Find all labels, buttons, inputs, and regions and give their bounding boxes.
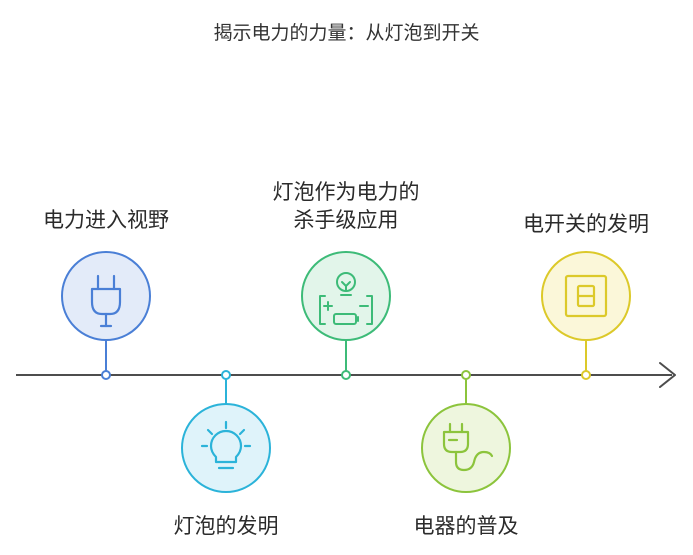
axis-dot — [461, 370, 471, 380]
label-line: 灯泡的发明 — [173, 514, 279, 538]
icon-circle — [181, 403, 271, 493]
milestone-2 — [181, 370, 271, 493]
light-switch-icon — [564, 274, 608, 318]
bulb-battery-icon — [319, 272, 373, 325]
milestone-5-label: 电开关的发明 — [486, 210, 686, 238]
power-plug-icon — [90, 274, 122, 328]
milestone-3-label: 灯泡作为电力的 杀手级应用 — [246, 178, 446, 234]
label-line: 灯泡作为电力的 — [272, 180, 420, 204]
diagram-title: 揭示电力的力量：从灯泡到开关 — [213, 22, 480, 44]
milestone-5 — [541, 251, 631, 380]
axis-dot — [221, 370, 231, 380]
milestone-2-label: 灯泡的发明 — [126, 512, 326, 540]
label-line: 电开关的发明 — [523, 212, 649, 236]
milestone-1 — [61, 251, 151, 380]
light-bulb-icon — [200, 420, 252, 470]
label-line: 电力进入视野 — [43, 208, 169, 232]
label-line: 杀手级应用 — [293, 208, 399, 232]
axis-dot — [101, 370, 111, 380]
timeline-arrowhead — [659, 362, 676, 388]
milestone-4-label: 电器的普及 — [366, 512, 566, 540]
milestone-3 — [301, 251, 391, 380]
icon-circle — [61, 251, 151, 341]
icon-circle — [421, 403, 511, 493]
milestone-1-label: 电力进入视野 — [6, 206, 206, 234]
label-line: 电器的普及 — [413, 514, 519, 538]
axis-dot — [581, 370, 591, 380]
axis-dot — [341, 370, 351, 380]
milestone-4 — [421, 370, 511, 493]
plug-cord-icon — [442, 422, 494, 472]
